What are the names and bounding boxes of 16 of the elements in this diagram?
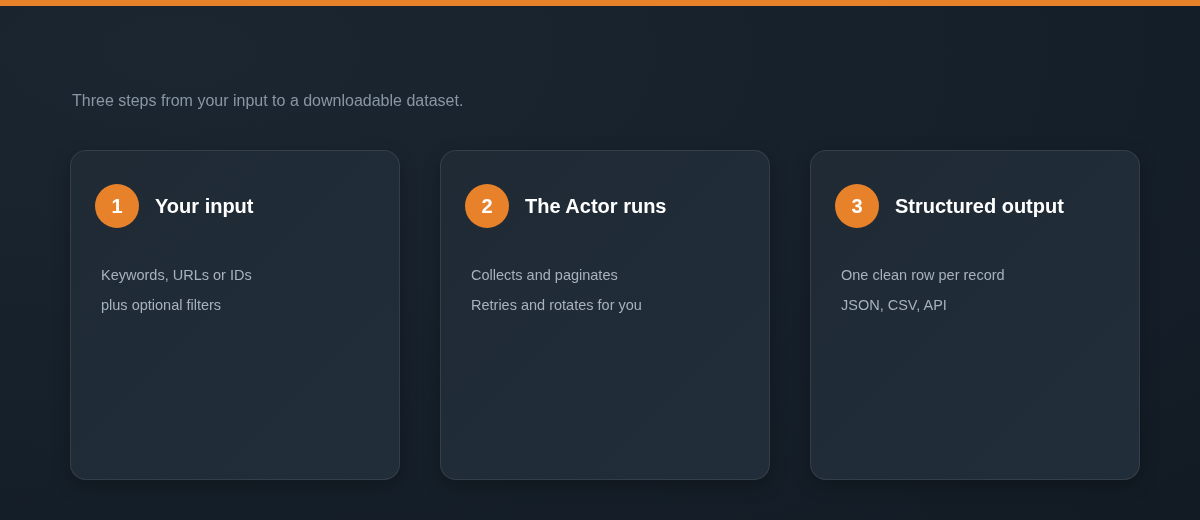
- subtitle: Three steps from your input to a downloadable dataset.: [72, 92, 464, 110]
- step-description: Collects and paginates: [471, 266, 618, 284]
- step-description: One clean row per record: [841, 266, 1005, 284]
- step-card: [70, 150, 400, 480]
- step-number: 2: [465, 184, 509, 228]
- step-description: plus optional filters: [101, 296, 222, 314]
- step-title: The Actor runs: [525, 194, 667, 218]
- step-title: Structured output: [895, 194, 1064, 218]
- step-number: 1: [95, 184, 139, 228]
- step-description: Keywords, URLs or IDs: [101, 266, 252, 284]
- step-title: Your input: [155, 194, 254, 218]
- step-description: JSON, CSV, API: [841, 296, 947, 314]
- step-number: 3: [835, 184, 879, 228]
- step-card: [440, 150, 770, 480]
- step-card: [810, 150, 1140, 480]
- step-description: Retries and rotates for you: [471, 296, 642, 314]
